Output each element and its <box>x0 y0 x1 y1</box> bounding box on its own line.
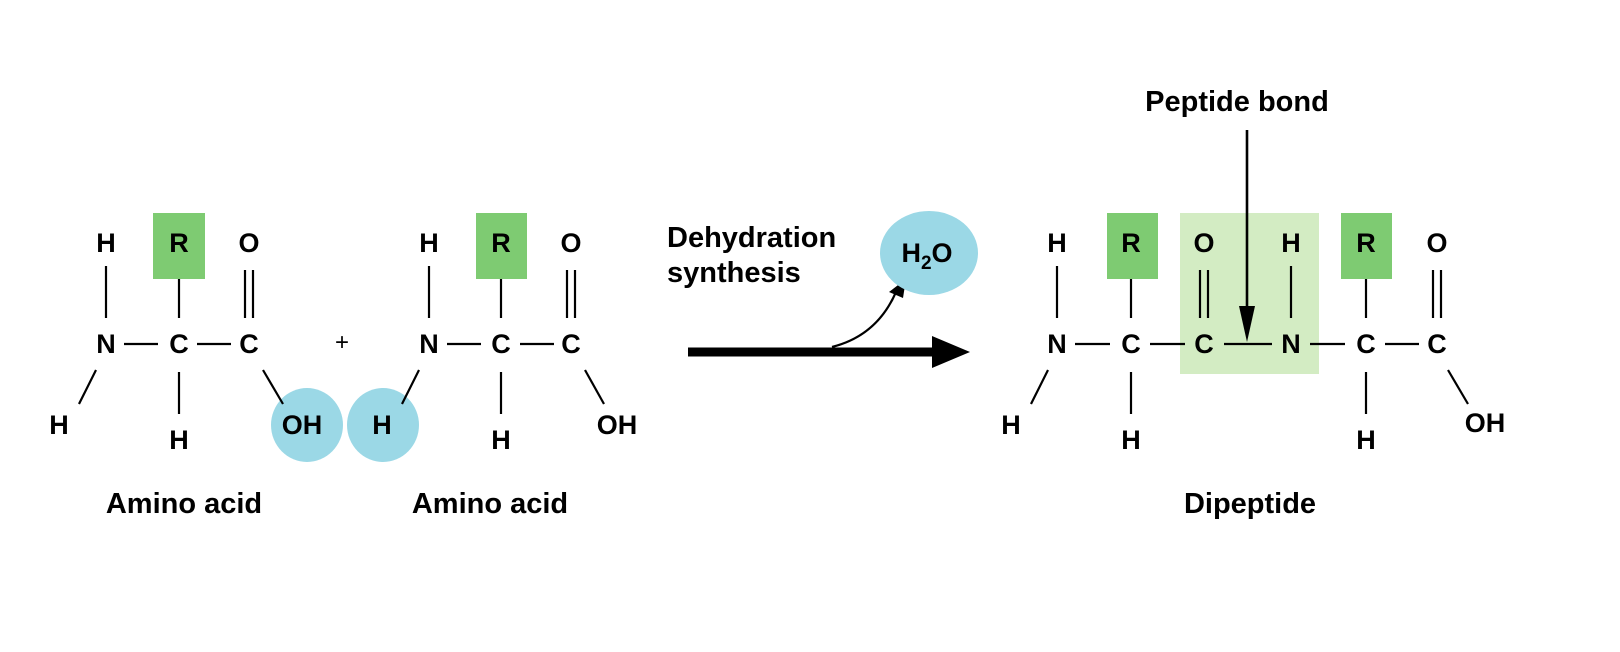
amino-acid-2-label: Amino acid <box>412 488 568 520</box>
amino-acid-1: H R O N C C H H OH Amino acid <box>49 213 343 520</box>
atom-c-alpha: C <box>491 329 511 359</box>
atom-o: O <box>238 228 259 258</box>
atom-c-alpha: C <box>169 329 189 359</box>
atom-r: R <box>491 228 511 258</box>
atom-oh: OH <box>1465 408 1506 438</box>
r-group-box <box>153 213 205 279</box>
atom-n: N <box>419 329 439 359</box>
atom-h-top: H <box>419 228 439 258</box>
dehydration-label-line1: Dehydration <box>667 222 836 254</box>
bond-c4-oh <box>1447 369 1469 405</box>
atom-n-1: N <box>1047 329 1067 359</box>
peptide-bond-highlight <box>1180 213 1319 374</box>
atom-c-carbonyl: C <box>239 329 259 359</box>
bond-n1-h <box>1030 369 1049 405</box>
bond-n-h <box>78 369 97 405</box>
r-group-box <box>476 213 527 279</box>
atom-o: O <box>560 228 581 258</box>
atom-c-carbonyl: C <box>561 329 581 359</box>
dipeptide-label: Dipeptide <box>1184 488 1316 520</box>
water-formula: H2O <box>901 238 952 274</box>
dipeptide: Peptide bond H R O H R O N C C N C C H H <box>1001 86 1505 520</box>
atom-c-3: C <box>1356 329 1376 359</box>
atom-r: R <box>169 228 189 258</box>
atom-c-4: C <box>1427 329 1447 359</box>
atom-h-top-1: H <box>1047 228 1067 258</box>
amino-acid-1-label: Amino acid <box>106 488 262 520</box>
oh-highlight <box>271 388 343 462</box>
reaction-arrow-head <box>932 336 970 368</box>
atom-o-2: O <box>1426 228 1447 258</box>
atom-r-2: R <box>1356 228 1376 258</box>
reaction: Dehydration synthesis H2O <box>667 211 978 368</box>
h-highlight <box>347 388 419 462</box>
atom-n: N <box>96 329 116 359</box>
atom-c-1: C <box>1121 329 1141 359</box>
atom-oh: OH <box>597 410 638 440</box>
amino-acid-2: H R O N C C H H OH Amino acid <box>347 213 637 520</box>
water-h: H <box>901 238 921 268</box>
atom-c-2: C <box>1194 329 1214 359</box>
atom-h-top-2: H <box>1281 228 1301 258</box>
atom-h-bottom-1: H <box>1121 425 1141 455</box>
atom-h-n: H <box>49 410 69 440</box>
water-subscript: 2 <box>921 253 932 274</box>
atom-h-bottom: H <box>491 425 511 455</box>
water-o: O <box>932 238 953 268</box>
atom-h-bottom-2: H <box>1356 425 1376 455</box>
bond-c-oh <box>262 369 284 405</box>
atom-h-bottom: H <box>169 425 189 455</box>
bond-n-h <box>401 369 420 405</box>
peptide-bond-label: Peptide bond <box>1145 86 1329 118</box>
atom-oh: OH <box>282 410 323 440</box>
bond-c-oh <box>584 369 605 405</box>
r-group-box-1 <box>1107 213 1158 279</box>
r-group-box-2 <box>1341 213 1392 279</box>
water-release-arrow <box>831 291 898 349</box>
atom-n-2: N <box>1281 329 1301 359</box>
plus-sign: + <box>335 329 349 356</box>
water-highlight <box>880 211 978 295</box>
atom-r-1: R <box>1121 228 1141 258</box>
atom-o-1: O <box>1193 228 1214 258</box>
atom-h-n-highlight: H <box>372 410 392 440</box>
atom-h-top: H <box>96 228 116 258</box>
atom-h-n1: H <box>1001 410 1021 440</box>
dehydration-label-line2: synthesis <box>667 257 801 289</box>
peptide-bond-arrow-head <box>1239 306 1255 342</box>
